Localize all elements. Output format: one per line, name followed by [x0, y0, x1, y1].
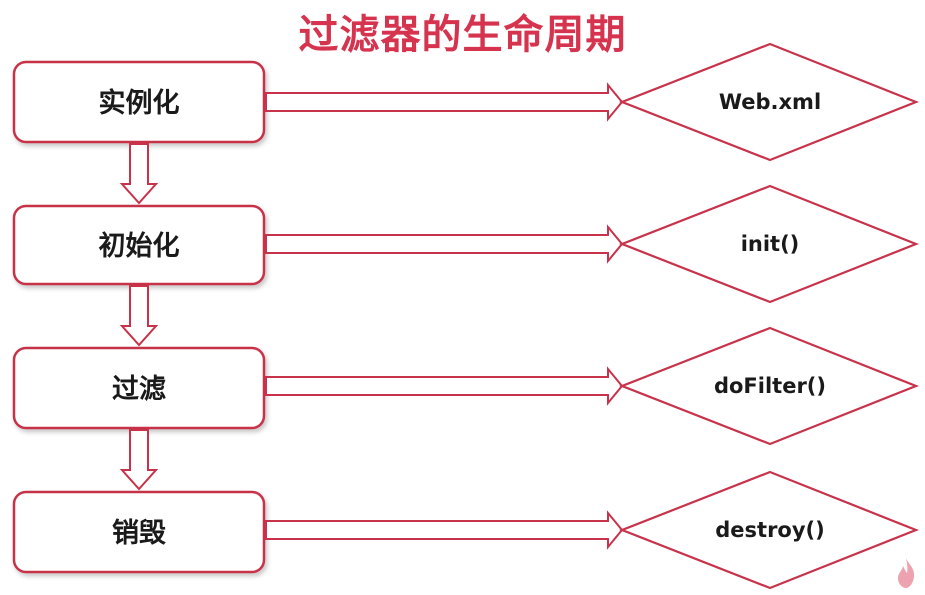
method-label-destroy: destroy()	[715, 518, 824, 542]
down-arrow-1	[119, 143, 159, 205]
method-label-init: init()	[741, 232, 800, 256]
method-diamond-init	[618, 184, 919, 304]
stage-label-instantiate: 实例化	[99, 87, 180, 119]
stage-2: 初始化 init()	[12, 184, 919, 304]
stage-box-filter	[12, 346, 266, 430]
method-label-webxml: Web.xml	[719, 90, 821, 114]
down-arrow-3	[119, 429, 159, 491]
down-arrow-2	[119, 285, 159, 347]
stage-1: 实例化 Web.xml	[12, 42, 919, 162]
stage-box-initialize	[12, 204, 266, 286]
stage-box-instantiate	[12, 60, 266, 144]
stage-3: 过滤 doFilter()	[12, 326, 919, 446]
right-arrow-3	[265, 366, 624, 406]
stage-4: 销毁 destroy()	[12, 470, 919, 590]
stage-label-initialize: 初始化	[99, 230, 180, 262]
method-diamond-webxml	[618, 42, 919, 162]
method-label-dofilter: doFilter()	[714, 374, 826, 398]
right-arrow-2	[265, 224, 624, 264]
flame-logo-icon	[898, 558, 915, 588]
right-arrow-1	[265, 82, 624, 122]
right-arrow-4	[265, 510, 624, 550]
method-diamond-dofilter	[618, 326, 919, 446]
stage-label-destroy: 销毁	[112, 518, 166, 549]
method-diamond-destroy	[618, 470, 919, 590]
diagram-title: 过滤器的生命周期	[298, 12, 627, 58]
stage-box-destroy	[12, 490, 266, 574]
stage-label-filter: 过滤	[112, 374, 166, 405]
